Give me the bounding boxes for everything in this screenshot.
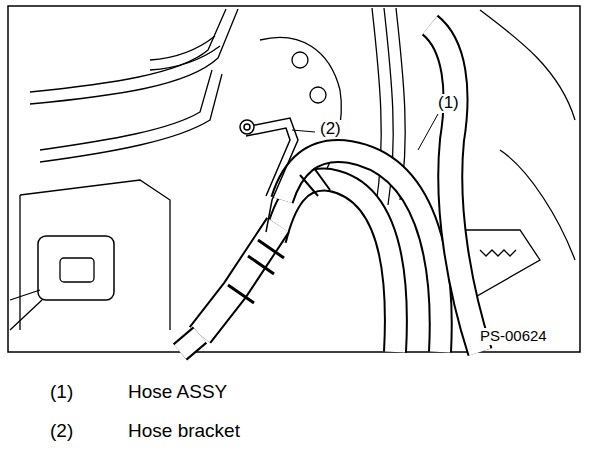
bracket-bolt [244,124,250,130]
engine-block [20,180,170,330]
figure-frame [8,6,580,352]
hose-outline [275,180,396,352]
pipe [40,70,212,150]
callout-number: (2) [318,120,343,139]
pipe [30,9,226,92]
leader-lines [292,114,438,150]
callout-number: (1) [50,382,73,403]
hose-assy [180,25,480,352]
electric-connector [38,236,114,300]
spring [480,250,516,256]
hose-clamp [300,168,330,196]
bracket-edge [246,128,290,196]
pipe [40,74,222,162]
bracket-plate [240,118,298,232]
hose-end [180,335,200,352]
part-name: Hose ASSY [128,382,227,403]
hose-end [180,335,200,352]
body-panel [480,10,575,260]
hose-bracket [240,118,298,232]
connector [10,236,114,330]
hose-outline [430,25,480,352]
bracket-bolt [240,120,254,134]
wire [10,290,42,330]
connector-socket [60,258,94,282]
bolt [310,87,326,103]
hose-outline [200,225,278,335]
figure-code: PS-00624 [478,328,549,345]
hose-fill [430,25,480,352]
pipe [150,36,220,70]
hose-clamp [228,240,284,303]
part-name: Hose bracket [128,421,240,442]
leader-line [418,114,438,150]
hose-outline [282,151,441,352]
hose-fill [282,151,441,352]
hose-fill [200,225,278,335]
callout-number: (2) [50,421,73,442]
bolt [292,52,308,68]
callout-number: (1) [436,94,461,113]
leader-line [292,130,315,132]
hose-fill [275,180,396,352]
